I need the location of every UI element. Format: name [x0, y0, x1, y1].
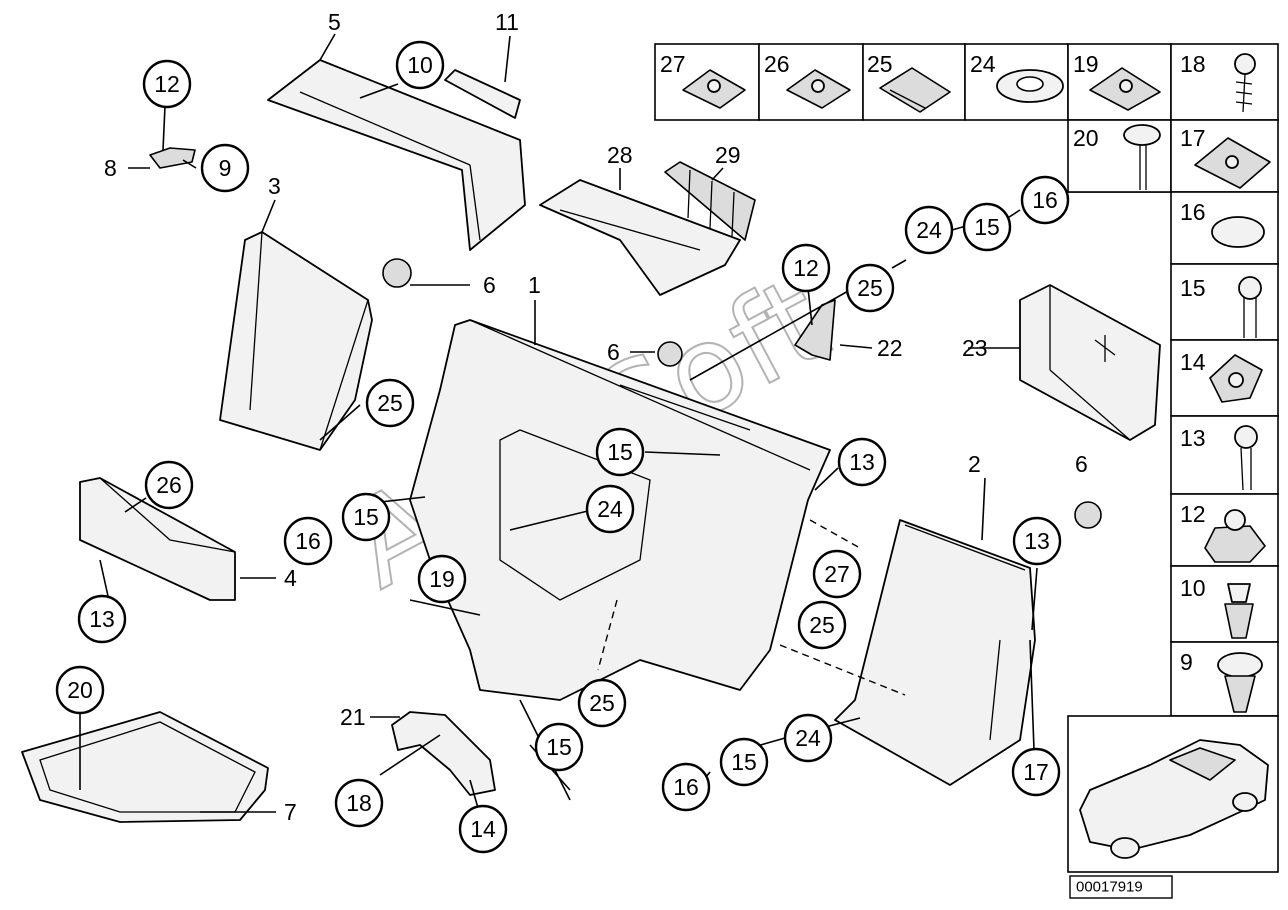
svg-text:19: 19 [429, 566, 455, 592]
label-6c: 6 [1075, 451, 1088, 477]
label-21: 21 [340, 704, 366, 730]
plain-labels: 5 11 8 3 6 1 6 28 29 22 23 4 7 21 2 6 [104, 9, 1088, 825]
fastener-grid [654, 43, 1279, 873]
callout-15e: 15 [719, 737, 769, 787]
callout-25a: 25 [365, 378, 415, 428]
grid-label-27: 27 [660, 51, 686, 77]
grid-label-25: 25 [867, 51, 893, 77]
svg-text:12: 12 [793, 255, 819, 281]
label-7: 5 [328, 9, 341, 35]
callout-10: 10 [395, 40, 445, 90]
grid-label-14: 14 [1180, 349, 1206, 375]
callout-27: 27 [812, 549, 862, 599]
svg-text:13: 13 [849, 449, 875, 475]
label-23: 23 [962, 335, 988, 361]
callout-25b: 25 [797, 600, 847, 650]
callout-16b: 16 [1020, 175, 1070, 225]
svg-text:17: 17 [1023, 759, 1049, 785]
callouts: 12 9 10 25 16 15 26 13 19 15 24 13 27 25… [55, 40, 1070, 854]
callout-20: 20 [55, 665, 105, 715]
callout-19: 19 [417, 554, 467, 604]
svg-text:14: 14 [470, 816, 496, 842]
label-22: 22 [877, 335, 903, 361]
svg-text:24: 24 [597, 496, 623, 522]
grid-label-24: 24 [970, 51, 996, 77]
svg-text:16: 16 [295, 528, 321, 554]
grid-label-20: 20 [1073, 125, 1099, 151]
label-29: 29 [715, 142, 741, 168]
callout-14: 14 [458, 804, 508, 854]
svg-text:00017919: 00017919 [1076, 879, 1143, 896]
grid-label-18: 18 [1180, 51, 1206, 77]
label-2: 2 [968, 451, 981, 477]
svg-text:25: 25 [377, 390, 403, 416]
callout-12b: 12 [781, 243, 831, 293]
callout-24b: 24 [904, 205, 954, 255]
callout-16a: 16 [283, 516, 333, 566]
grid-label-17: 17 [1180, 125, 1206, 151]
callout-24a: 24 [585, 484, 635, 534]
grid-label-10: 10 [1180, 575, 1206, 601]
callout-9: 9 [200, 143, 250, 193]
svg-text:24: 24 [795, 725, 821, 751]
svg-text:13: 13 [1024, 528, 1050, 554]
grid-label-9: 9 [1180, 649, 1193, 675]
svg-text:15: 15 [974, 214, 1000, 240]
label-6b: 6 [607, 339, 620, 365]
svg-text:25: 25 [857, 275, 883, 301]
label-3: 3 [268, 173, 281, 199]
drawing-code: 00017919 [1069, 875, 1173, 899]
callout-25d: 25 [845, 263, 895, 313]
grid-label-13: 13 [1180, 425, 1206, 451]
callout-15a: 15 [341, 492, 391, 542]
grid-label-12: 12 [1180, 501, 1206, 527]
svg-text:16: 16 [1032, 187, 1058, 213]
grid-label-19: 19 [1073, 51, 1099, 77]
callout-24c: 24 [783, 713, 833, 763]
svg-text:18: 18 [346, 790, 372, 816]
callout-26: 26 [144, 460, 194, 510]
callout-25c: 25 [577, 678, 627, 728]
svg-text:9: 9 [219, 155, 232, 181]
callout-16c: 16 [661, 762, 711, 812]
callout-15b: 15 [595, 427, 645, 477]
callout-12a: 12 [142, 59, 192, 109]
callout-13a: 13 [77, 594, 127, 644]
label-5: 7 [284, 799, 297, 825]
svg-text:15: 15 [731, 749, 757, 775]
svg-text:13: 13 [89, 606, 115, 632]
svg-text:15: 15 [607, 439, 633, 465]
label-4: 4 [284, 565, 297, 591]
label-1: 1 [528, 272, 541, 298]
svg-text:12: 12 [154, 71, 180, 97]
svg-text:15: 15 [353, 504, 379, 530]
label-28: 28 [607, 142, 633, 168]
callout-13c: 13 [1012, 516, 1062, 566]
grid-label-26: 26 [764, 51, 790, 77]
label-6a: 6 [483, 272, 496, 298]
label-8: 8 [104, 155, 117, 181]
callout-15c: 15 [534, 722, 584, 772]
svg-text:24: 24 [916, 217, 942, 243]
fastener-grid-labels: 27 26 25 24 19 18 20 17 16 15 14 13 12 1… [660, 51, 1206, 675]
label-11: 11 [495, 9, 519, 35]
svg-text:20: 20 [67, 677, 93, 703]
callout-17: 17 [1011, 747, 1061, 797]
callout-18: 18 [334, 778, 384, 828]
svg-text:25: 25 [589, 690, 615, 716]
grid-label-16: 16 [1180, 199, 1206, 225]
svg-text:25: 25 [809, 612, 835, 638]
callout-13b: 13 [837, 437, 887, 487]
svg-text:26: 26 [156, 472, 182, 498]
svg-text:16: 16 [673, 774, 699, 800]
svg-text:10: 10 [407, 52, 433, 78]
svg-text:15: 15 [546, 734, 572, 760]
svg-text:27: 27 [824, 561, 850, 587]
grid-label-15: 15 [1180, 275, 1206, 301]
callout-15d: 15 [962, 202, 1012, 252]
